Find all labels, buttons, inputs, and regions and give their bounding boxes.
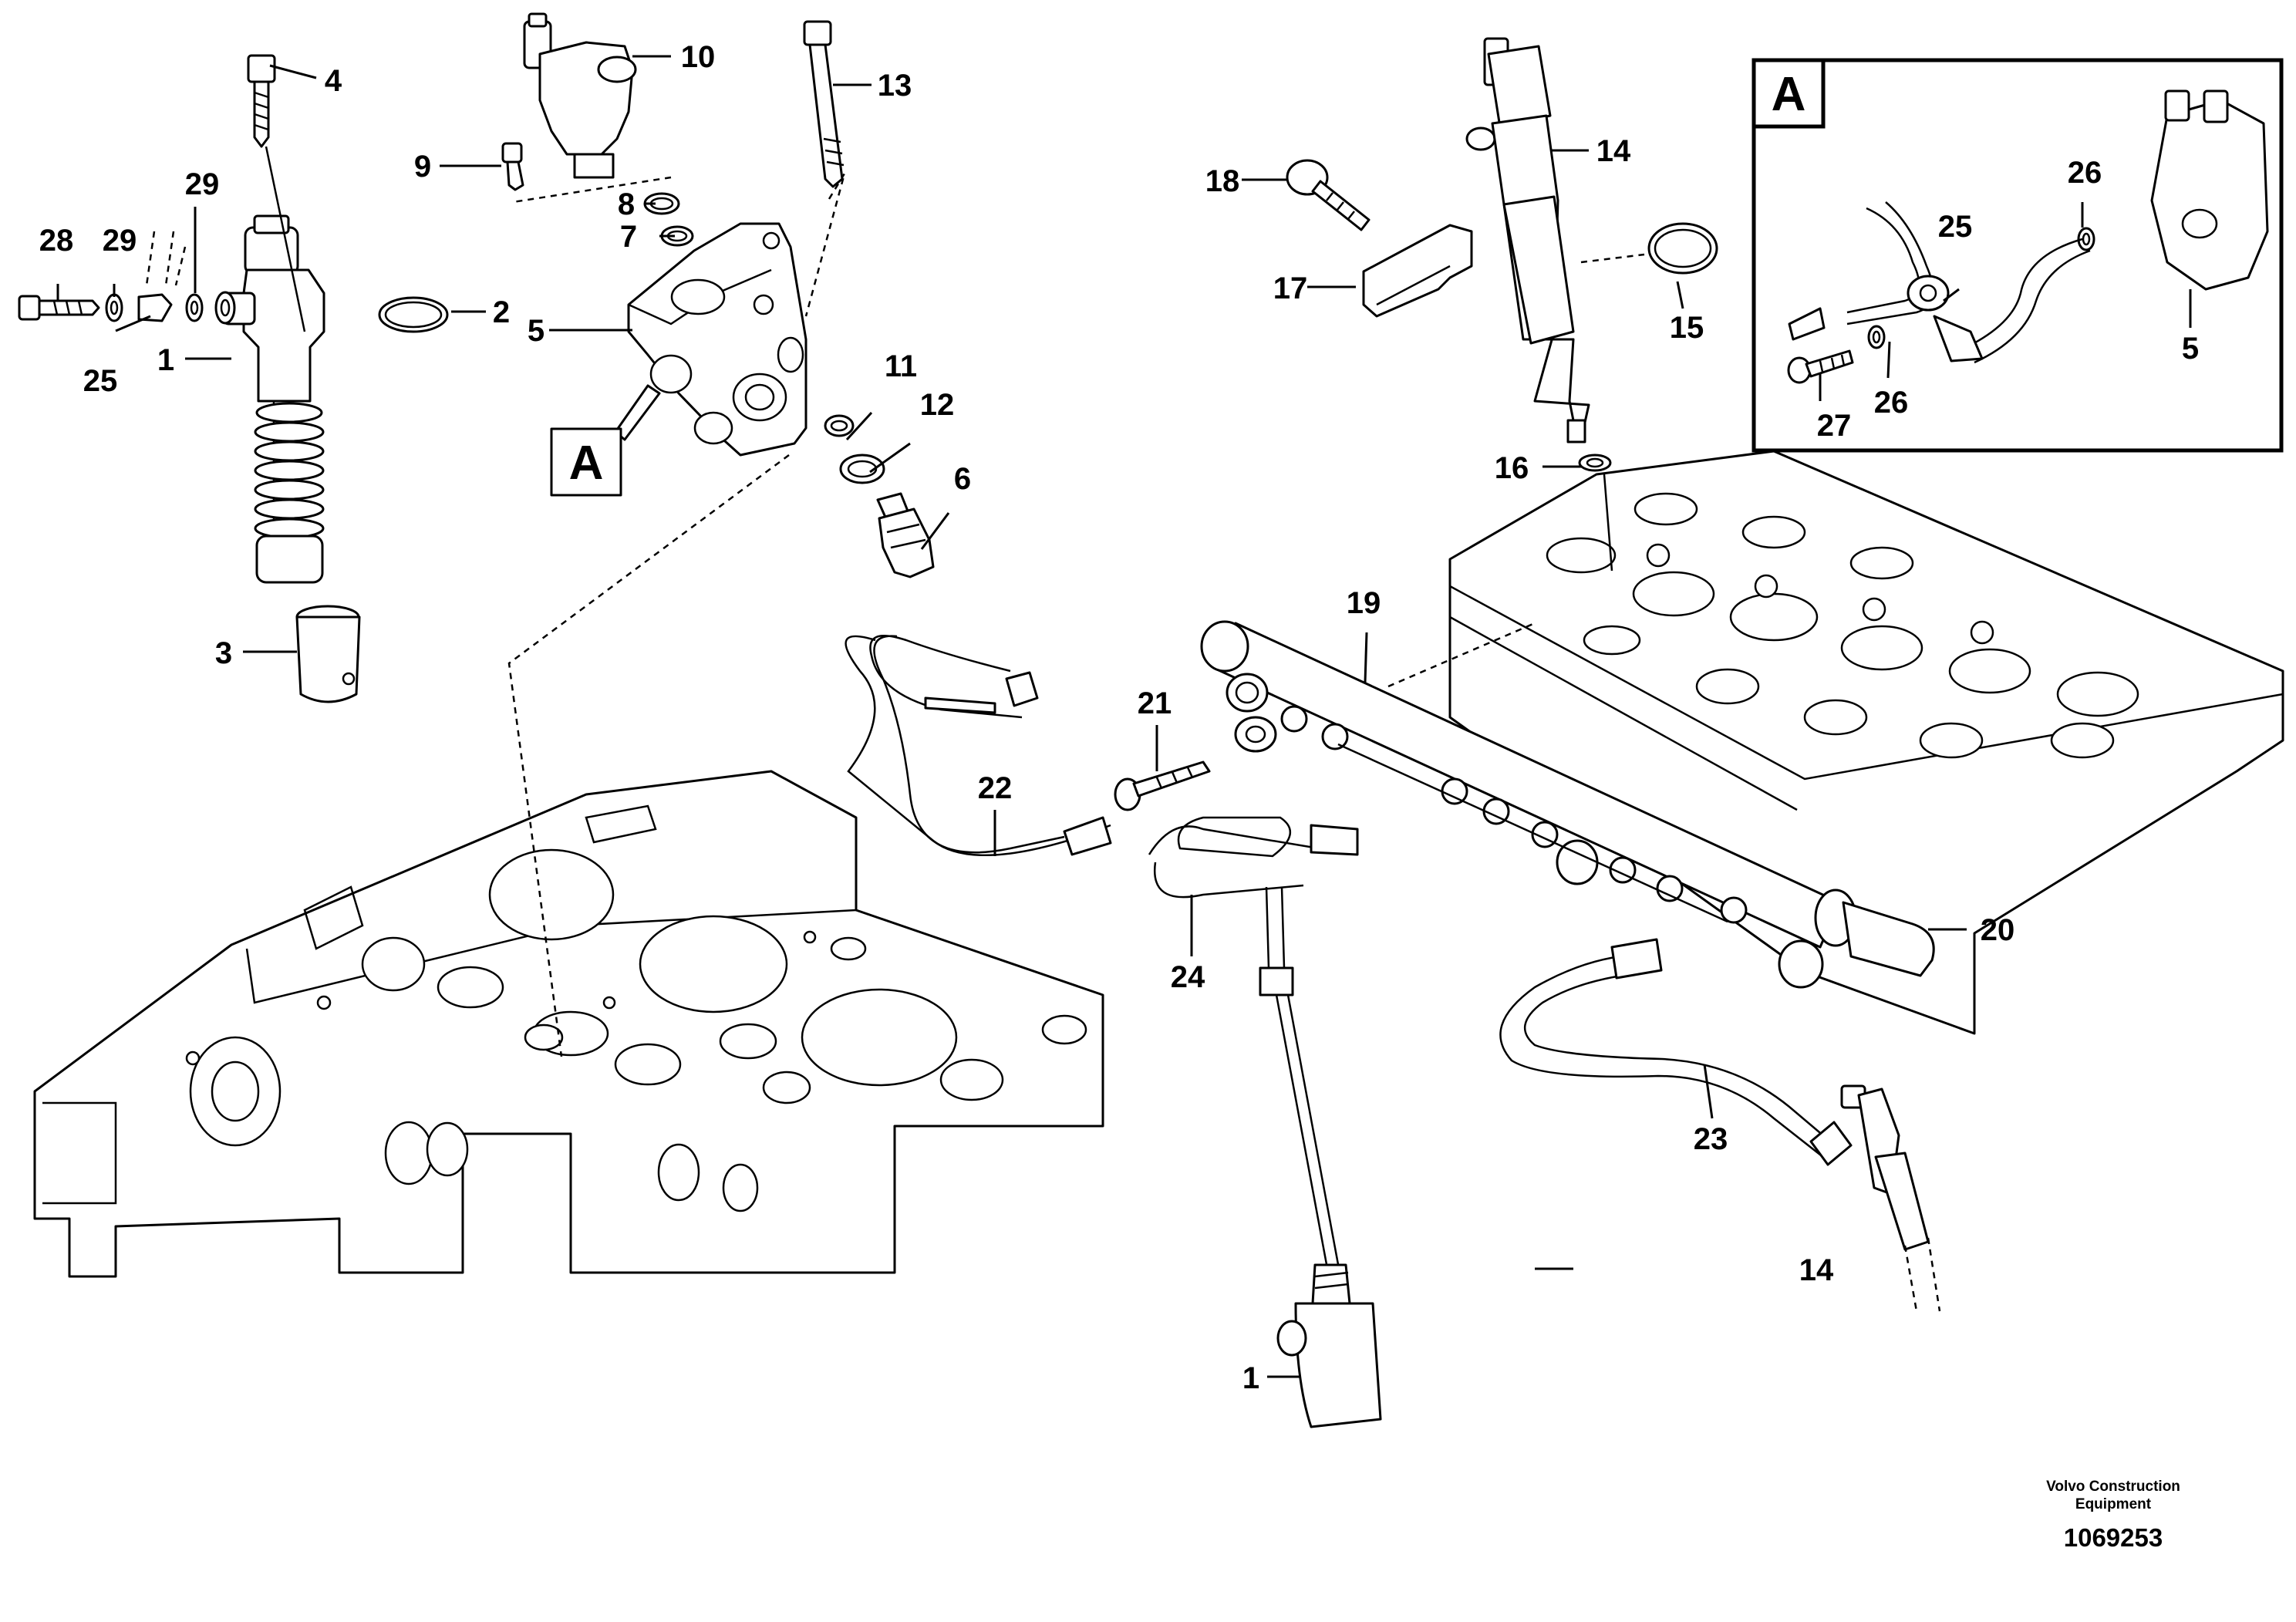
pressure-sensor-20 (1814, 889, 1935, 977)
screw-9 (501, 142, 524, 191)
publisher-credit-line1: Volvo Construction (2046, 1479, 2180, 1495)
bolt-13 (803, 20, 845, 188)
callout-13: 13 (878, 69, 912, 103)
o-rings-7-8 (643, 192, 694, 247)
callout-11: 11 (885, 349, 917, 383)
callout-26-detail: 26 (1874, 386, 1909, 420)
pipe-22 (845, 634, 1112, 857)
engine-block-left (33, 770, 1104, 1278)
callout-22: 22 (978, 771, 1013, 805)
callout-2: 2 (493, 295, 510, 329)
seals-11-12 (824, 414, 885, 484)
callout-3: 3 (215, 636, 232, 670)
injector-14-lower (1840, 1084, 1941, 1312)
callout-6: 6 (954, 462, 971, 496)
callout-5: 5 (528, 314, 544, 348)
callout-15: 15 (1670, 311, 1704, 345)
callout-1-lower: 1 (1242, 1361, 1259, 1395)
callout-1: 1 (157, 343, 174, 377)
footer: Volvo Construction Equipment 1069253 (2046, 1479, 2180, 1552)
callout-labels: 1 1 2 3 4 5 5 6 7 8 9 10 11 12 13 14 14 … (39, 40, 2199, 1395)
pipe-24 (1148, 816, 1359, 996)
callout-18: 18 (1205, 164, 1240, 198)
publisher-credit-line2: Equipment (2075, 1496, 2152, 1512)
pump-housing (507, 173, 846, 1057)
seal-16 (1578, 454, 1613, 572)
detail-ref-box: A (550, 384, 661, 497)
screw-28 (18, 295, 100, 321)
callout-25-detail: 25 (1938, 210, 1973, 244)
detail-ref-label: A (569, 437, 604, 490)
callout-5-detail: 5 (2182, 332, 2199, 366)
callout-29-upper: 29 (185, 167, 220, 201)
callout-24: 24 (1171, 960, 1205, 994)
callout-12: 12 (920, 388, 955, 422)
injector-left (222, 214, 325, 584)
callout-28: 28 (39, 224, 74, 258)
callout-26: 26 (2068, 156, 2102, 190)
callout-21: 21 (1138, 686, 1172, 720)
callout-20: 20 (1981, 913, 2015, 947)
injector-spring (254, 402, 325, 539)
callout-14: 14 (1596, 134, 1631, 168)
callout-19: 19 (1347, 586, 1381, 620)
callout-23: 23 (1694, 1122, 1728, 1156)
clamp-17 (1362, 224, 1473, 318)
valve-6 (876, 492, 935, 578)
cylinder-head-right (1448, 450, 2284, 1035)
document-number: 1069253 (2064, 1523, 2163, 1552)
callout-16: 16 (1495, 451, 1529, 485)
rail-ports (1234, 705, 1824, 989)
injector-14 (1465, 37, 1590, 443)
callout-8: 8 (618, 187, 635, 221)
o-ring-2 (378, 296, 449, 333)
bolt-21 (1114, 760, 1211, 811)
screw-4 (247, 54, 306, 332)
callout-27: 27 (1817, 409, 1852, 443)
callout-7: 7 (620, 220, 637, 254)
pipe-23 (1499, 938, 1853, 1166)
injector-lower (1276, 1263, 1382, 1428)
callout-25: 25 (83, 364, 118, 398)
leader-lines (56, 55, 2192, 1378)
tappet-sleeve (295, 605, 361, 703)
o-ring-15 (1580, 222, 1718, 275)
callout-17: 17 (1273, 271, 1308, 305)
return-line-24 (1275, 994, 1341, 1273)
bolt-18 (1286, 159, 1371, 231)
callout-29: 29 (103, 224, 137, 258)
fuel-rail (1200, 620, 1841, 949)
detail-box-label: A (1772, 68, 1806, 121)
solenoid-valve-10 (523, 12, 637, 179)
callout-4: 4 (325, 64, 342, 98)
callout-14-lower: 14 (1799, 1253, 1834, 1287)
callout-10: 10 (681, 40, 716, 74)
callout-9: 9 (414, 150, 431, 184)
detail-box-a: A (1752, 58, 2284, 453)
